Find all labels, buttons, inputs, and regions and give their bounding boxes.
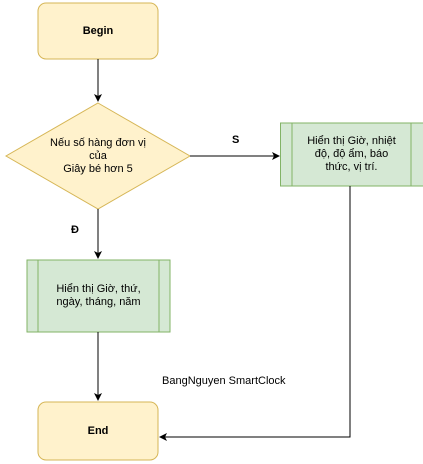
begin-label: Begin xyxy=(82,24,114,37)
edge-right-end xyxy=(159,186,351,441)
end-label: End xyxy=(87,424,109,437)
process-right-node xyxy=(280,122,423,187)
process-left-node xyxy=(26,259,171,333)
process-left-label: Hiển thị Giờ, thứ, ngày, tháng, năm xyxy=(56,283,141,308)
end-node xyxy=(37,401,159,461)
decision-label: Nếu số hàng đơn vị của Giây bé hơn 5 xyxy=(50,136,146,175)
edge-label-no: S xyxy=(232,134,240,146)
edge-label-yes: Đ xyxy=(71,224,79,236)
process-right-label: Hiển thị Giờ, nhiệt độ, độ ẩm, báo thức,… xyxy=(307,135,396,173)
diagram-caption: BangNguyen SmartClock xyxy=(162,375,286,387)
